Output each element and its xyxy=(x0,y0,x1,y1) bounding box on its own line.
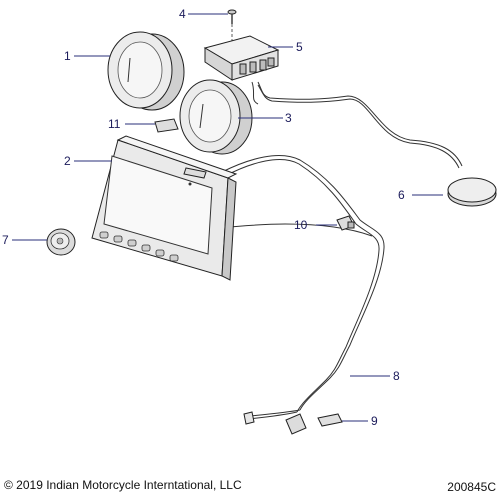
connector-10 xyxy=(336,215,355,231)
copyright-text: © 2019 Indian Motorcycle Interntational,… xyxy=(4,478,242,492)
callout-10: 10 xyxy=(294,218,308,232)
callout-3: 3 xyxy=(285,111,292,125)
callout-8: 8 xyxy=(393,369,400,383)
knob-7 xyxy=(46,228,76,256)
callout-9: 9 xyxy=(371,414,378,428)
speaker-1 xyxy=(107,31,185,111)
antenna-6 xyxy=(447,177,497,207)
callout-1: 1 xyxy=(64,49,71,63)
display-buttons xyxy=(99,231,179,262)
speaker-3 xyxy=(179,79,253,155)
callout-11: 11 xyxy=(108,117,121,131)
harness-end-connector xyxy=(243,411,307,435)
module-5 xyxy=(203,35,280,81)
callout-7: 7 xyxy=(2,233,9,247)
callout-6: 6 xyxy=(398,188,405,202)
callout-2: 2 xyxy=(64,154,71,168)
callout-4: 4 xyxy=(179,7,186,21)
clip-9 xyxy=(317,413,343,427)
screw-4 xyxy=(227,9,237,52)
display-unit-2 xyxy=(91,135,238,281)
diagram-id: 200845C xyxy=(447,480,496,494)
pad-11 xyxy=(154,118,179,133)
leader-lines xyxy=(12,13,443,422)
callout-5: 5 xyxy=(296,40,303,54)
harness-cables xyxy=(217,81,463,420)
